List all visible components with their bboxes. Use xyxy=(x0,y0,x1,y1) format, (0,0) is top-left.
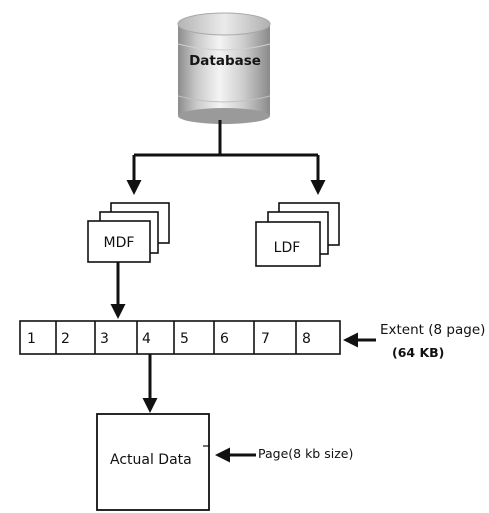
extent-label: Extent (8 page) xyxy=(380,322,486,338)
extent-cell-7: 7 xyxy=(261,331,270,347)
page-box xyxy=(96,413,210,511)
ldf-file-stack xyxy=(255,202,340,267)
db-to-files-connector xyxy=(126,120,326,195)
extent-cell-3: 3 xyxy=(100,331,109,347)
extent-cell-6: 6 xyxy=(220,331,229,347)
extent-cell-5: 5 xyxy=(180,331,189,347)
database-cylinder xyxy=(177,12,271,124)
mdf-file-stack xyxy=(87,202,170,263)
mdf-label: MDF xyxy=(103,235,135,251)
extent-cell-4: 4 xyxy=(142,331,151,347)
page-size-label: Page(8 kb size) xyxy=(258,446,354,461)
extent-cell-1: 1 xyxy=(27,331,36,347)
ldf-label: LDF xyxy=(273,240,301,256)
extent-strip xyxy=(19,320,341,355)
extent-cell-8: 8 xyxy=(302,331,311,347)
extent-cell-2: 2 xyxy=(61,331,70,347)
extent-size-label: (64 KB) xyxy=(392,345,445,360)
database-label: Database xyxy=(189,53,261,69)
actual-data-label: Actual Data xyxy=(110,452,192,468)
